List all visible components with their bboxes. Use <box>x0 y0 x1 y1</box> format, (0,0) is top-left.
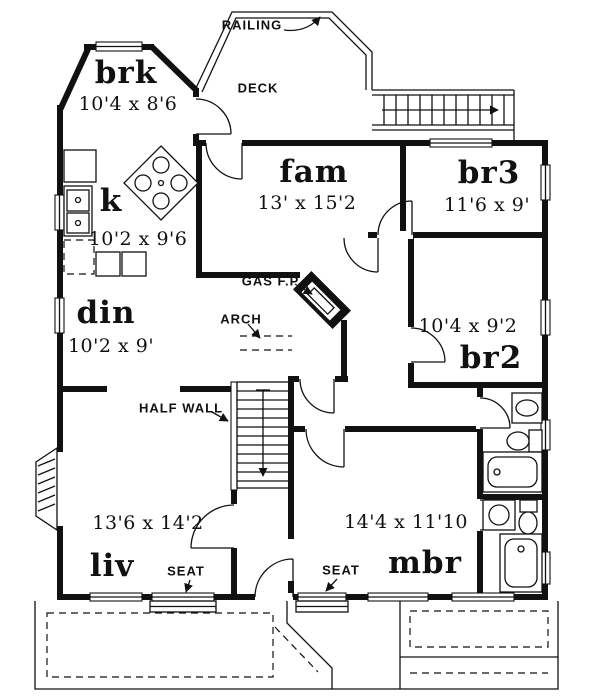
room-label-br3: br3 <box>457 155 521 191</box>
room-dims-din: 10'2 x 9' <box>67 335 155 357</box>
room-dims-fam: 13' x 15'2 <box>257 192 357 214</box>
room-label-liv: liv <box>89 548 135 584</box>
annotation-arrows <box>184 16 338 593</box>
refrigerator <box>63 149 97 183</box>
room-dims-br3: 11'6 x 9' <box>443 194 531 216</box>
kitchen-island <box>123 145 199 221</box>
bathtub <box>482 451 543 493</box>
burner-icon <box>134 174 152 192</box>
burner-icon <box>152 156 170 174</box>
base-cabinet <box>95 251 121 277</box>
master-toilet-icon <box>518 499 538 535</box>
burner-icon <box>152 192 170 210</box>
half-wall-arrow <box>211 411 229 422</box>
arch-opening <box>240 335 292 351</box>
door-openings <box>192 97 484 601</box>
burner-icon <box>170 174 188 192</box>
porch-outline <box>34 601 559 690</box>
kitchen-fixtures <box>63 145 199 277</box>
deck-label: DECK <box>237 80 279 96</box>
bath-fixtures <box>482 392 543 593</box>
gas-fp-label: GAS F.P. <box>241 273 303 289</box>
bottom-window-seats <box>149 600 349 613</box>
deck-railing <box>195 11 373 93</box>
room-label-br2: br2 <box>459 340 523 376</box>
master-bathtub <box>499 533 543 593</box>
room-dims-mbr: 14'4 x 11'10 <box>344 511 468 533</box>
room-label-brk: brk <box>94 55 158 91</box>
room-label-din: din <box>76 295 136 331</box>
railing-label: RAILING <box>221 17 283 33</box>
toilet-icon <box>506 429 543 453</box>
room-label-mbr: mbr <box>388 545 462 581</box>
room-dims-k: 10'2 x 9'6 <box>88 228 188 250</box>
window-seat-bay <box>35 446 58 532</box>
room-dims-liv: 13'6 x 14'2 <box>92 512 204 534</box>
half-wall <box>230 381 238 491</box>
half-wall-label: HALF WALL <box>138 400 224 416</box>
gas-fp-arrow <box>294 283 313 295</box>
seat-right-arrow <box>325 578 338 592</box>
room-dims-br2: 10'4 x 9'2 <box>418 315 518 337</box>
counter-dashed <box>63 239 95 275</box>
arch-label: ARCH <box>220 311 262 327</box>
base-cabinet <box>121 251 147 277</box>
seat-left-label: SEAT <box>167 563 205 579</box>
exterior-stairs <box>372 89 515 140</box>
room-label-k: k <box>99 183 123 219</box>
railing-arrow <box>283 16 321 32</box>
kitchen-sink <box>63 185 93 237</box>
room-dims-brk: 10'4 x 8'6 <box>78 93 178 115</box>
master-sink <box>482 499 516 531</box>
arch-arrow <box>247 323 261 339</box>
staircase <box>236 381 291 489</box>
seat-right-label: SEAT <box>322 562 360 578</box>
seat-left-arrow <box>184 579 193 593</box>
vanity-sink <box>511 392 543 424</box>
room-label-fam: fam <box>279 154 349 190</box>
